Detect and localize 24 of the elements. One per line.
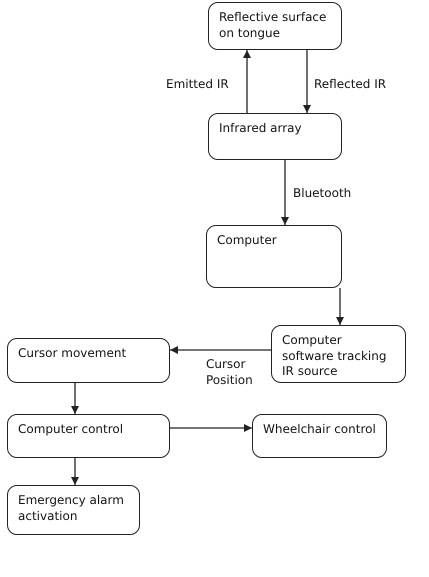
arrow <box>71 458 79 485</box>
arrow <box>170 346 271 354</box>
process-box <box>7 414 170 458</box>
arrow <box>243 50 251 113</box>
box-label: Infrared array <box>219 121 303 137</box>
box-label: Reflective surface on tongue <box>219 10 328 42</box>
process-box <box>271 325 406 383</box>
box-label: Emergency alarm activation <box>18 493 125 524</box>
process-box <box>7 338 170 383</box>
box-label: Wheelchair control <box>263 422 376 438</box>
arrow <box>170 424 252 432</box>
process-box <box>208 2 342 50</box>
box-label: Computer <box>217 233 278 249</box>
box-label: Computer software tracking IR source <box>282 333 388 380</box>
arrow <box>71 383 79 414</box>
box-label: Computer control <box>18 422 124 438</box>
process-box <box>7 485 140 535</box>
arrow <box>281 160 289 225</box>
process-box <box>252 414 387 458</box>
process-box <box>208 113 342 160</box>
arrow <box>336 288 344 325</box>
box-label: Cursor movement <box>18 346 128 362</box>
arrow <box>303 50 311 113</box>
process-box <box>206 225 342 288</box>
